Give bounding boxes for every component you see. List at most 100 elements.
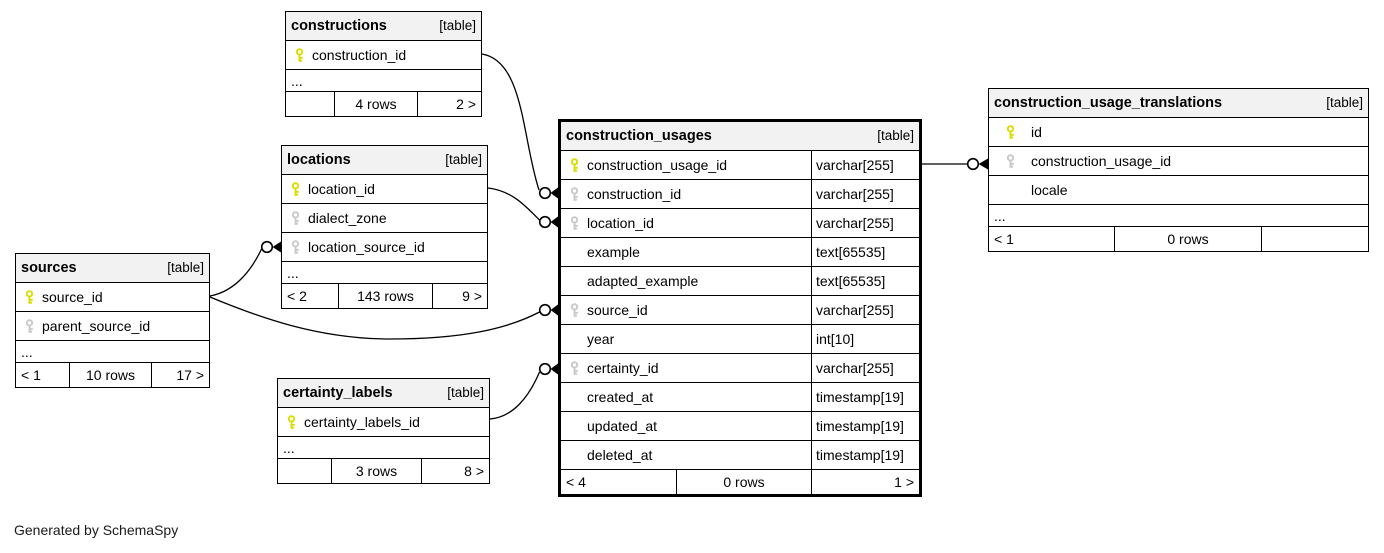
- fk-arrow-icon: [550, 216, 558, 228]
- footer-row-count: 4 rows: [334, 92, 417, 116]
- column-name: parent_source_id: [42, 318, 151, 334]
- foreign-key-icon: [561, 302, 587, 318]
- column-type: timestamp[19]: [811, 383, 919, 411]
- column-name: dialect_zone: [308, 210, 387, 226]
- column-row: updated_at timestamp[19]: [561, 411, 919, 440]
- table-footer: 4 rows 2 >: [286, 91, 481, 116]
- column-row: source_id: [16, 282, 209, 311]
- column-row: adapted_example text[65535]: [561, 266, 919, 295]
- foreign-key-icon: [282, 239, 308, 255]
- zero-one-circle-icon: [260, 240, 274, 254]
- column-row: construction_usage_id varchar[255]: [561, 150, 919, 179]
- column-name: location_id: [308, 181, 375, 197]
- footer-row-count: 10 rows: [69, 363, 151, 387]
- column-row: dialect_zone: [282, 203, 487, 232]
- primary-key-icon: [16, 289, 42, 305]
- table-tag: [table]: [439, 18, 476, 34]
- column-row: construction_id: [286, 40, 481, 69]
- ellipsis-row: ...: [278, 436, 489, 458]
- zero-one-circle-icon: [538, 186, 552, 200]
- column-row: created_at timestamp[19]: [561, 382, 919, 411]
- footer-parents: < 1: [21, 367, 41, 383]
- footer-row-count: 0 rows: [1114, 227, 1261, 251]
- column-row: id: [989, 117, 1368, 146]
- table-title: constructions: [291, 17, 387, 34]
- column-type: varchar[255]: [811, 151, 919, 179]
- table-node-certainty-labels[interactable]: certainty_labels [table] certainty_label…: [277, 378, 490, 484]
- edge-sources-to-locations: [209, 240, 281, 297]
- column-name: construction_id: [587, 186, 682, 202]
- column-row: example text[65535]: [561, 237, 919, 266]
- primary-key-icon: [286, 47, 312, 63]
- footer-children: 8 >: [421, 459, 489, 483]
- ellipsis-row: ...: [989, 204, 1368, 226]
- table-header: certainty_labels [table]: [278, 379, 489, 407]
- column-row: year int[10]: [561, 324, 919, 353]
- column-type: varchar[255]: [811, 354, 919, 382]
- column-name: deleted_at: [587, 447, 653, 463]
- table-node-sources[interactable]: sources [table] source_id parent_source_…: [15, 253, 210, 388]
- table-header: construction_usages [table]: [561, 122, 919, 150]
- footer-row-count: 3 rows: [331, 459, 421, 483]
- column-name: updated_at: [587, 418, 658, 434]
- column-type: text[65535]: [811, 238, 919, 266]
- table-node-constructions[interactable]: constructions [table] construction_id ..…: [285, 11, 482, 117]
- table-node-locations[interactable]: locations [table] location_id dialect_zo…: [281, 145, 488, 309]
- column-row: location_id varchar[255]: [561, 208, 919, 237]
- primary-key-icon: [989, 124, 1031, 140]
- column-row: certainty_labels_id: [278, 407, 489, 436]
- footer-parents: < 4: [566, 474, 586, 490]
- primary-key-icon: [282, 181, 308, 197]
- footer-children: 2 >: [417, 92, 481, 116]
- column-row: parent_source_id: [16, 311, 209, 340]
- table-title: certainty_labels: [283, 384, 393, 401]
- footer-children: [1261, 227, 1368, 251]
- footer-parents: [278, 459, 331, 483]
- column-row: construction_id varchar[255]: [561, 179, 919, 208]
- column-name: locale: [1031, 182, 1068, 198]
- fk-arrow-icon: [550, 187, 558, 199]
- foreign-key-icon: [16, 318, 42, 334]
- edge-certainty-labels-to-construction-usages: [489, 362, 558, 420]
- fk-arrow-icon: [978, 158, 988, 170]
- table-title: locations: [287, 151, 351, 168]
- foreign-key-icon: [561, 215, 587, 231]
- table-footer: 3 rows 8 >: [278, 458, 489, 483]
- table-node-construction-usages[interactable]: construction_usages [table] construction…: [558, 119, 922, 497]
- column-row: location_id: [282, 174, 487, 203]
- edge-constructions-to-construction-usages: [481, 53, 558, 200]
- column-name: example: [587, 244, 640, 260]
- fk-arrow-icon: [550, 304, 558, 316]
- column-row: source_id varchar[255]: [561, 295, 919, 324]
- foreign-key-icon: [561, 186, 587, 202]
- column-name: created_at: [587, 389, 654, 405]
- column-type: timestamp[19]: [811, 441, 919, 469]
- footer-parents: < 2: [287, 288, 307, 304]
- zero-one-circle-icon: [966, 157, 980, 171]
- column-name: certainty_labels_id: [304, 414, 420, 430]
- zero-one-circle-icon: [538, 215, 552, 229]
- table-title: construction_usages: [566, 127, 712, 144]
- footer-row-count: 0 rows: [676, 470, 811, 494]
- column-type: text[65535]: [811, 267, 919, 295]
- column-name: source_id: [587, 302, 648, 318]
- column-type: timestamp[19]: [811, 412, 919, 440]
- column-name: location_source_id: [308, 239, 425, 255]
- column-type: varchar[255]: [811, 209, 919, 237]
- foreign-key-icon: [989, 153, 1031, 169]
- primary-key-icon: [561, 157, 587, 173]
- table-node-construction-usage-translations[interactable]: construction_usage_translations [table] …: [988, 88, 1369, 252]
- edge-construction-usages-to-translations: [922, 157, 988, 171]
- column-row: construction_usage_id: [989, 146, 1368, 175]
- column-name: adapted_example: [587, 273, 699, 289]
- column-name: construction_usage_id: [1031, 153, 1172, 169]
- table-header: sources [table]: [16, 254, 209, 282]
- table-tag: [table]: [447, 385, 484, 401]
- primary-key-icon: [278, 414, 304, 430]
- footer-children: 9 >: [432, 284, 487, 308]
- table-header: locations [table]: [282, 146, 487, 174]
- table-footer: < 4 0 rows 1 >: [561, 469, 919, 494]
- zero-one-circle-icon: [538, 303, 552, 317]
- column-row: location_source_id: [282, 232, 487, 261]
- table-footer: < 1 10 rows 17 >: [16, 362, 209, 387]
